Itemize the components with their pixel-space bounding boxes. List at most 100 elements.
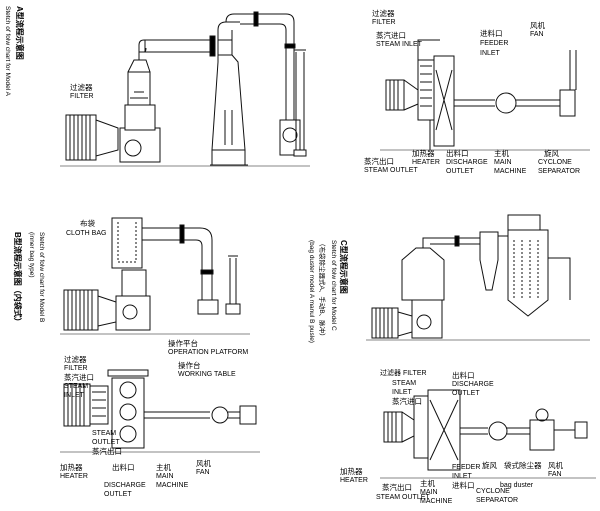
c-filter-hatch: [375, 308, 393, 338]
tr-cyclone-cn: 旋风: [544, 149, 559, 158]
bl-heater-en: HEATER: [60, 473, 88, 480]
a-main-frame: [124, 104, 156, 131]
a-flange-2: [284, 43, 296, 49]
title-a-cn: A型流程示意图: [15, 6, 24, 60]
tr-pipe-2: [516, 99, 560, 107]
br-feeder-en: FEEDER: [452, 464, 481, 471]
a-cyclone-lines: [224, 110, 233, 145]
tr-filter: [385, 79, 405, 111]
br-discharge-cn: 出料口: [452, 371, 475, 380]
bl-cyclone: [211, 406, 229, 424]
b-fan-box: [197, 299, 219, 315]
a-filter-hatch: [69, 115, 91, 160]
bl-heater-cn: 加热器: [60, 463, 83, 472]
b-bag: [117, 222, 137, 263]
br-outlet-en: OUTLET: [452, 390, 480, 397]
br-bag-duster-top: [535, 408, 549, 422]
title-c-note-en: (bag duster model A manul B pusle): [308, 240, 315, 343]
diagram-top-right: [380, 39, 590, 151]
a-duct: [138, 39, 212, 60]
br-steam-outlet-cn: 蒸汽出口: [382, 483, 412, 492]
b-bag-housing: [111, 217, 143, 269]
a-exhaust: [294, 49, 306, 150]
tr-fan-en: FAN: [530, 31, 544, 38]
c-vessel: [401, 247, 445, 301]
bl-machine-en: MACHINE: [156, 482, 189, 489]
bl-fan: [239, 405, 257, 425]
c-duct: [422, 237, 480, 248]
title-b-en2: (inner bag type): [28, 232, 35, 278]
b-flange-2: [200, 269, 214, 275]
b-filter: [63, 289, 99, 331]
tr-exhaust: [569, 50, 577, 90]
tr-main-x: [435, 69, 453, 131]
br-cyclone-en: CYCLONE: [476, 488, 510, 495]
bl-work-table-en: WORKING TABLE: [178, 371, 236, 378]
bl-fan-cn: 风机: [196, 459, 211, 468]
tr-heater-cn: 加热器: [412, 149, 435, 158]
bl-steam-outlet-cn: 蒸汽出口: [92, 447, 122, 456]
tr-steam-inlet-cn: 蒸汽进口: [376, 31, 406, 40]
a-filter-label-cn: 过滤器: [70, 83, 93, 92]
tr-steam-inlet-en: STEAM INLET: [376, 41, 422, 48]
c-bag-duster-link: [498, 214, 541, 237]
bl-outlet-en: OUTLET: [104, 491, 132, 498]
a-cyclone-top: [217, 39, 233, 56]
bl-main-en: MAIN: [156, 473, 174, 480]
br-discharge-en: DISCHARGE: [452, 381, 494, 388]
a-filter: [65, 114, 97, 161]
br-pipe: [460, 427, 488, 435]
br-steam-inlet-cn: 蒸汽进口: [392, 397, 422, 406]
c-main-wheel: [416, 314, 432, 330]
title-c-note-cn: （布袋除尘器式A、手动B、脉冲）: [318, 240, 325, 340]
tr-steam-pipe: [417, 39, 440, 150]
a-vessel-stand: [130, 91, 148, 99]
br-fan-en: FAN: [548, 471, 562, 478]
diagram-bottom-right: [380, 389, 596, 479]
bl-platform: [107, 369, 149, 377]
bl-op-platform-cn: 操作平台: [168, 339, 198, 348]
br-fan-cn: 风机: [548, 461, 563, 470]
a-heater: [95, 119, 119, 157]
b-cloth-bag-cn: 布袋: [80, 219, 95, 228]
br-bag-duster: [529, 419, 555, 451]
a-flange-1: [253, 11, 259, 27]
bl-steam-inlet-cn: 蒸汽进口: [64, 373, 94, 382]
br-steam-outlet-en: STEAM OUTLET: [376, 494, 430, 501]
b-vessel: [121, 269, 147, 296]
br-pipe-2: [507, 427, 530, 435]
bl-pipe: [144, 411, 210, 419]
tr-cyclone: [495, 92, 517, 114]
tr-heater-en: HEATER: [412, 159, 440, 166]
title-b-en: Stetch of folw chart for Model B: [38, 232, 45, 323]
c-bag-duster: [507, 229, 549, 317]
tr-cyclone-en: CYCLONE: [538, 159, 572, 166]
a-cyclone: [211, 21, 246, 151]
tr-filter-cn: 过滤器: [372, 9, 395, 18]
b-main-base: [115, 295, 151, 331]
tr-inlet-en: INLET: [480, 50, 500, 57]
c-fan-pipe: [548, 257, 571, 300]
br-fan: [574, 421, 588, 439]
diagram-c: [366, 214, 590, 341]
bl-heater-fins: [92, 391, 106, 417]
tr-filter-hatch: [389, 80, 399, 110]
br-bag-duster-cn: 袋式除尘器: [504, 461, 542, 470]
tr-main-cn: 主机: [494, 149, 509, 158]
br-main-en: MAIN: [420, 489, 438, 496]
tr-feeder-en: FEEDER: [480, 40, 509, 47]
tr-discharge-cn: 出料口: [446, 149, 469, 158]
bl-steam-outlet-en2: OUTLET: [92, 439, 120, 446]
a-duct-flange: [209, 35, 216, 57]
diagram-a: [60, 11, 310, 167]
br-heater-en: HEATER: [340, 477, 368, 484]
tr-pipe: [454, 99, 495, 107]
br-filter: [383, 411, 403, 443]
tr-feeder-inlet-cn: 进料口: [480, 29, 503, 38]
bl-heater: [89, 385, 109, 425]
c-flange: [454, 235, 460, 247]
b-flange: [179, 224, 185, 244]
tr-outlet-en: OUTLET: [446, 168, 474, 175]
b-filter-hatch: [67, 290, 93, 330]
